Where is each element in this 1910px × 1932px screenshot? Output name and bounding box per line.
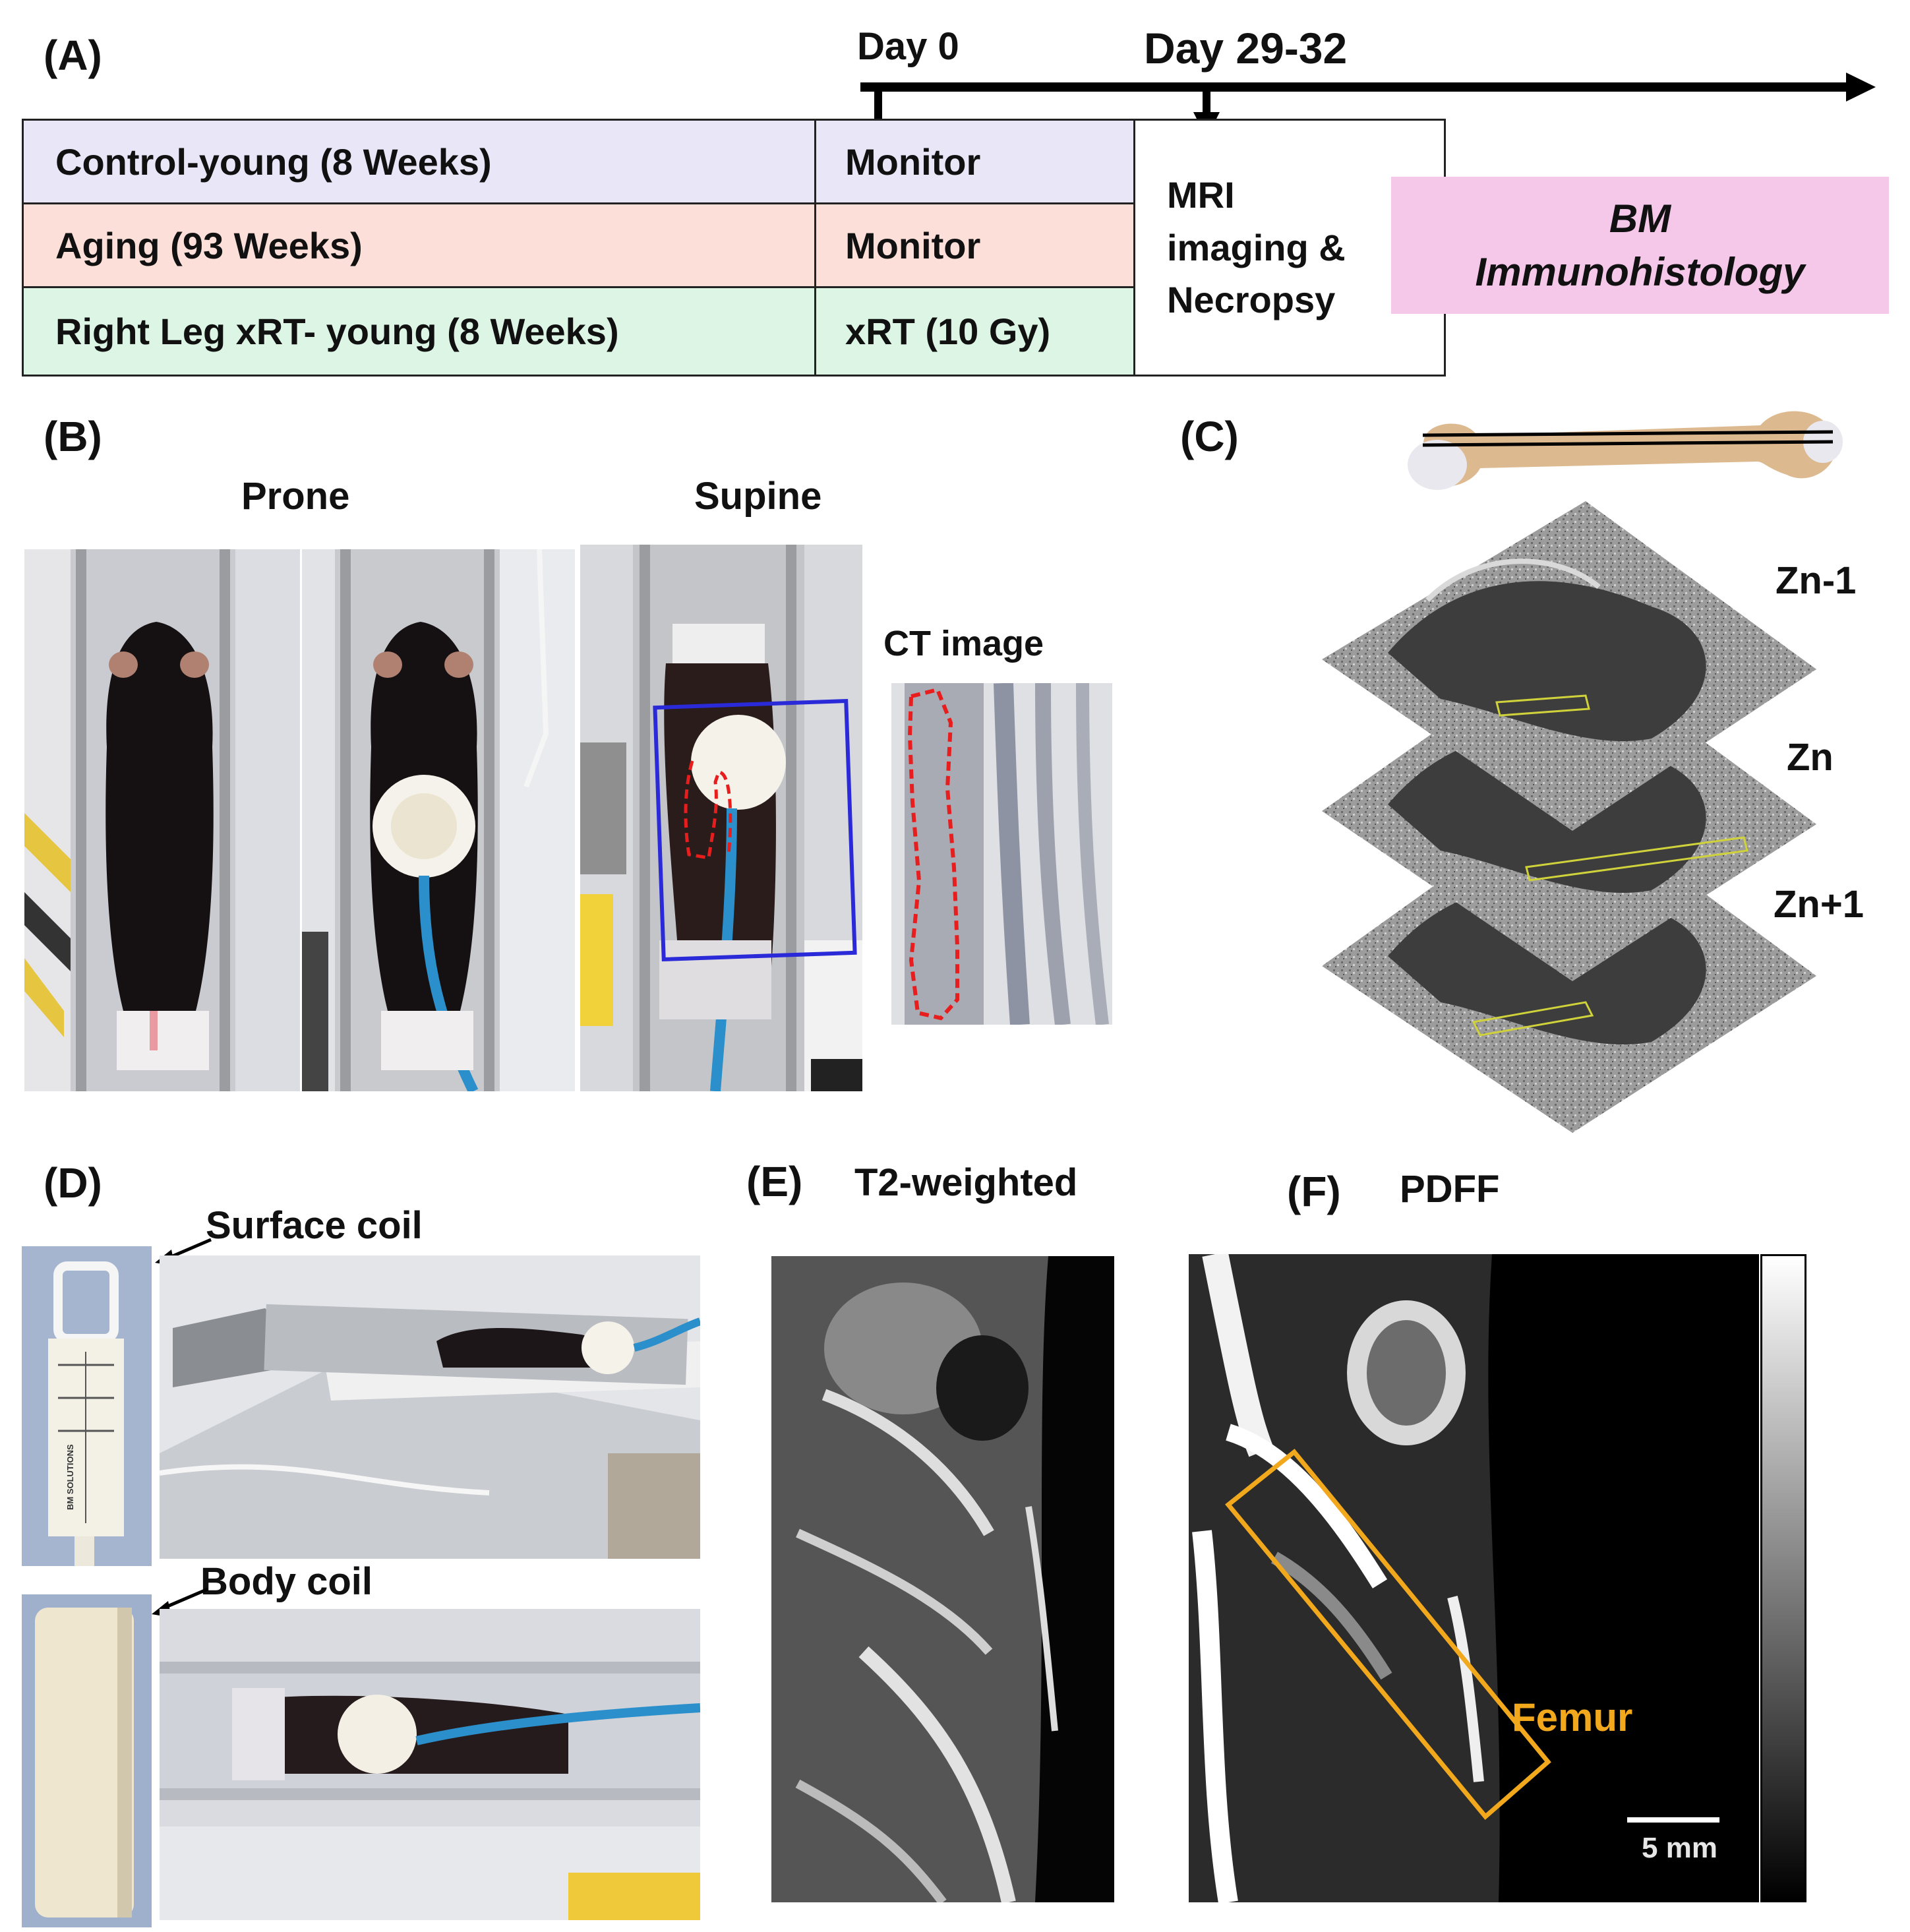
panel-d-label: (D) xyxy=(44,1159,102,1207)
row-control-group-text: Control-young (8 Weeks) xyxy=(55,140,492,183)
body-coil-setup-photo xyxy=(160,1609,700,1920)
mri-line-2: imaging & xyxy=(1167,226,1346,268)
prone-photo-1 xyxy=(24,549,300,1091)
coil-brand-text: BM SOLUTIONS xyxy=(65,1444,75,1510)
panel-f-label: (F) xyxy=(1287,1168,1341,1215)
panel-a-label: (A) xyxy=(44,32,102,79)
slice-label-zn-minus-1: Zn-1 xyxy=(1776,559,1857,602)
row-control-group: Control-young (8 Weeks) xyxy=(22,119,816,204)
supine-roi-box xyxy=(653,698,857,962)
row-xrt-action: xRT (10 Gy) xyxy=(814,286,1135,377)
row-aging-group-text: Aging (93 Weeks) xyxy=(55,224,363,266)
bm-line-2: Immunohistology xyxy=(1475,250,1805,294)
row-control-action-text: Monitor xyxy=(845,140,981,183)
body-coil-label: Body coil xyxy=(200,1560,373,1603)
surface-coil-setup-photo xyxy=(160,1255,700,1559)
panel-c-label: (C) xyxy=(1180,413,1239,460)
femur-bone-illustration xyxy=(1408,411,1843,490)
pdff-colorbar xyxy=(1760,1254,1806,1902)
day29-label: Day 29-32 xyxy=(1144,24,1348,73)
panel-b-label: (B) xyxy=(44,413,102,460)
supine-femur-outline xyxy=(684,760,732,860)
slice-label-zn: Zn xyxy=(1787,736,1834,779)
pdff-title: PDFF xyxy=(1400,1168,1500,1211)
row-aging-action: Monitor xyxy=(814,202,1135,288)
row-xrt-action-text: xRT (10 Gy) xyxy=(845,311,1051,352)
prone-title: Prone xyxy=(241,475,350,518)
slice-label-zn-plus-1: Zn+1 xyxy=(1774,883,1864,926)
t2-weighted-image xyxy=(771,1256,1114,1902)
surface-coil-photo: BM SOLUTIONS xyxy=(22,1246,152,1566)
pdff-image xyxy=(1189,1254,1759,1902)
bm-line-1: BM xyxy=(1609,196,1671,241)
surface-coil-label: Surface coil xyxy=(206,1204,423,1247)
mri-slice-stack xyxy=(1322,501,1816,1133)
body-coil-photo xyxy=(22,1594,152,1927)
row-xrt-group: Right Leg xRT- young (8 Weeks) xyxy=(22,286,816,377)
supine-photo xyxy=(580,545,862,1091)
mri-line-1: MRI xyxy=(1167,174,1235,216)
supine-title: Supine xyxy=(694,475,822,518)
row-xrt-group-text: Right Leg xRT- young (8 Weeks) xyxy=(55,311,619,352)
day0-label: Day 0 xyxy=(857,25,959,68)
femur-roi-box xyxy=(1225,1449,1551,1821)
ct-femur-outline xyxy=(907,687,959,1021)
row-aging-action-text: Monitor xyxy=(845,224,981,266)
ct-image xyxy=(891,683,1112,1025)
scale-bar-label: 5 mm xyxy=(1642,1832,1717,1864)
ct-image-title: CT image xyxy=(883,624,1044,663)
row-control-action: Monitor xyxy=(814,119,1135,204)
femur-label: Femur xyxy=(1512,1695,1633,1739)
panel-e-label: (E) xyxy=(746,1158,803,1205)
t2-weighted-title: T2-weighted xyxy=(854,1161,1078,1204)
prone-photo-2 xyxy=(302,549,575,1091)
mri-line-3: Necropsy xyxy=(1167,279,1336,321)
bm-immunohistology-box: BM Immunohistology xyxy=(1391,177,1889,314)
slice-zn-minus-1 xyxy=(1322,501,1816,831)
row-aging-group: Aging (93 Weeks) xyxy=(22,202,816,288)
